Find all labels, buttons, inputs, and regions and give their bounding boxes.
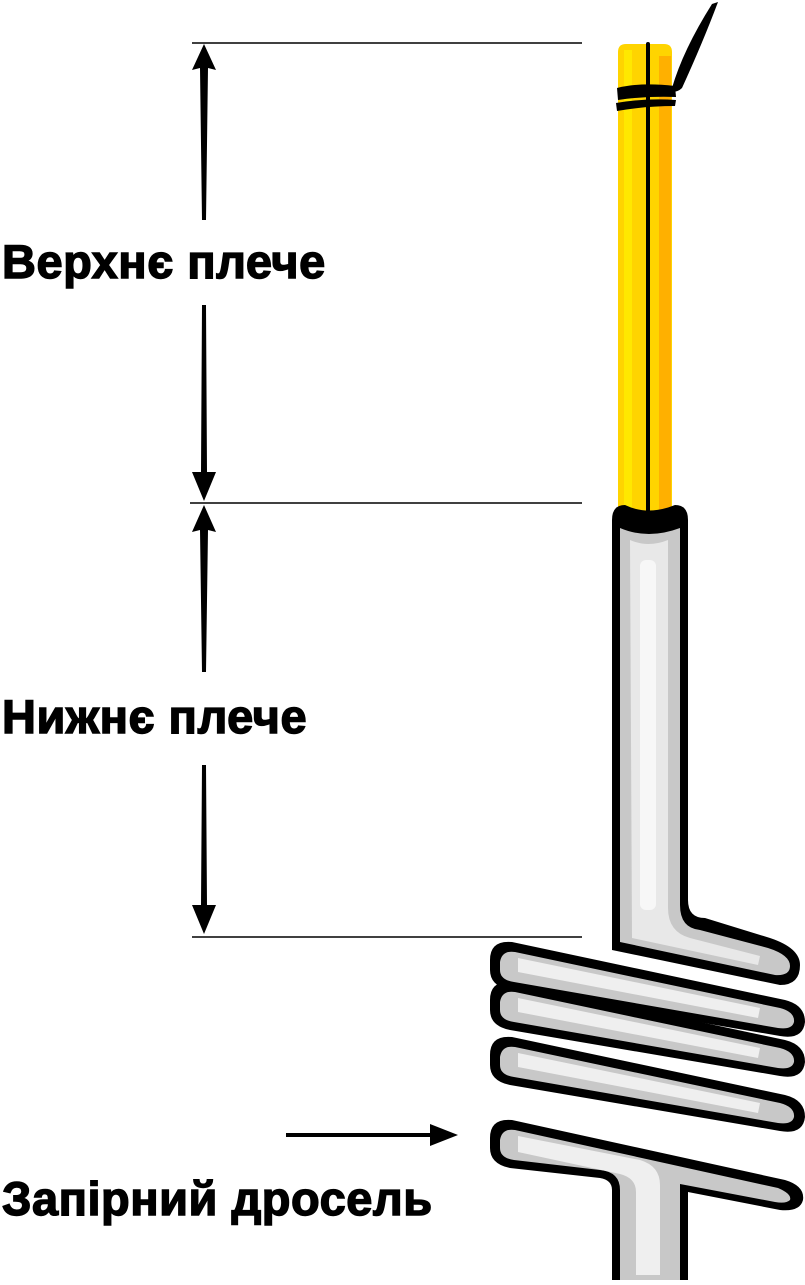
choke-turn-2 — [490, 981, 805, 1077]
lower-arm-dimension-arrow — [192, 505, 216, 934]
choke-coil — [490, 941, 805, 1280]
dimension-extension-lines — [190, 42, 582, 938]
choke-turn-3 — [490, 1036, 805, 1132]
coax-cable — [612, 505, 800, 985]
choke-turn-1 — [490, 941, 805, 1037]
upper-arm-dimension-arrow — [192, 44, 216, 501]
upper-element — [616, 2, 718, 526]
choke-turn-4 — [490, 1119, 804, 1280]
upper-arm-label: Верхнє плече — [1, 235, 326, 288]
choke-pointer-arrow — [286, 1124, 458, 1146]
choke-label: Запірний дросель — [1, 1172, 433, 1225]
lower-arm-label: Нижнє плече — [1, 690, 308, 743]
